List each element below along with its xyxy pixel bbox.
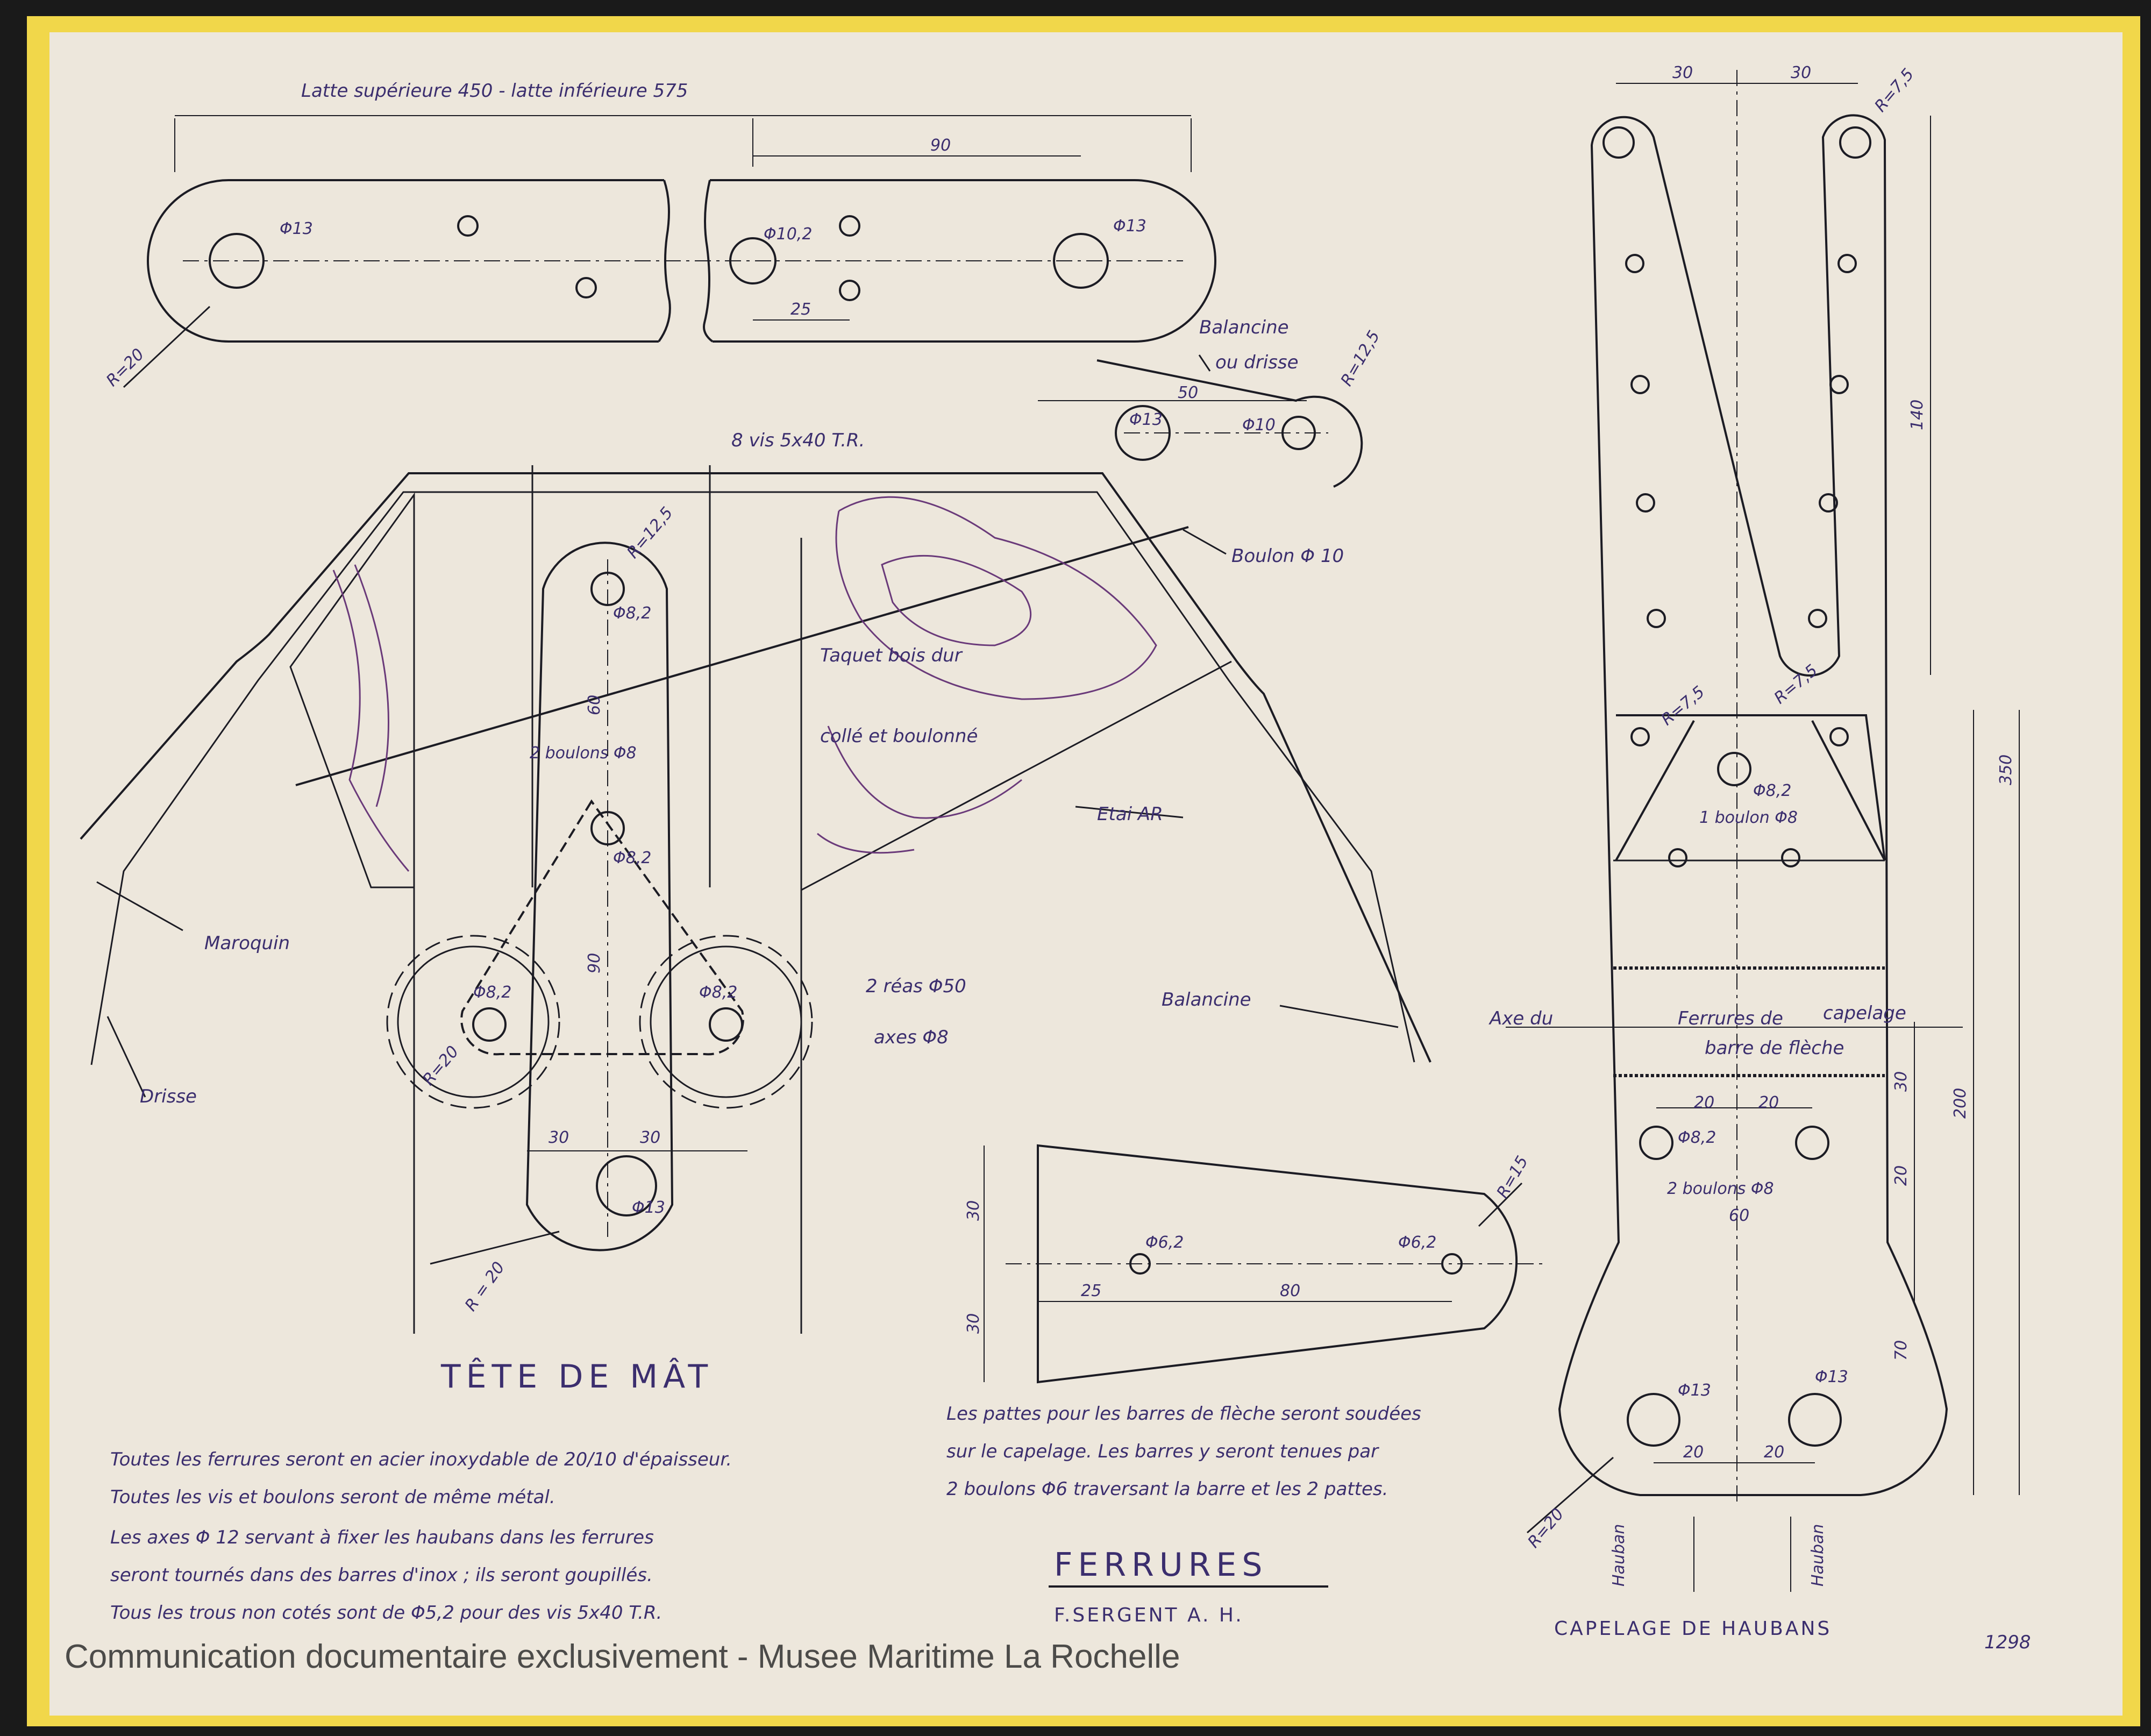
cap-dim-phi13-a: Φ13: [1678, 1381, 1711, 1400]
cap-dim-140: 140: [1908, 400, 1927, 430]
cap-dim-phi8-2-a: Φ8,2: [1753, 781, 1791, 800]
capelage-fitting: [1506, 70, 2020, 1592]
tete-dim-30-b: 30: [640, 1128, 660, 1147]
cap-dim-20-b: 20: [1758, 1093, 1779, 1112]
tete-taquet1: Taquet bois dur: [820, 645, 963, 666]
balancine-fitting: [1038, 359, 1363, 488]
cap-axe-du: Axe du: [1488, 1008, 1553, 1029]
tete-reas1: 2 réas Φ50: [866, 976, 966, 997]
cap-dim-200: 200: [1951, 1088, 1970, 1119]
tete-vis: 8 vis 5x40 T.R.: [731, 430, 865, 451]
tete-etai: Etai AR: [1097, 803, 1163, 825]
patte-dim-30-a: 30: [964, 1200, 983, 1221]
patte-dim-phi6-2-a: Φ6,2: [1145, 1233, 1184, 1252]
tete-dim-phi13: Φ13: [632, 1198, 665, 1217]
patte-note-1: Les pattes pour les barres de flèche ser…: [946, 1403, 1421, 1425]
cap-dim-60: 60: [1729, 1206, 1749, 1225]
cap-hauban-a: Hauban: [1609, 1524, 1628, 1586]
cap-dim-20-d: 20: [1683, 1443, 1704, 1462]
note-4: seront tournés dans des barres d'inox ; …: [110, 1564, 653, 1586]
tete-taquet2: collé et boulonné: [820, 725, 978, 747]
balancine-ou-drisse: ou drisse: [1215, 352, 1299, 373]
tete-dim-30-a: 30: [549, 1128, 569, 1147]
cap-dim-1-boulon: 1 boulon Φ8: [1699, 808, 1798, 827]
cap-dim-phi8-2-b: Φ8,2: [1678, 1128, 1716, 1147]
latte-dim-phi10-2: Φ10,2: [764, 225, 812, 244]
cap-dim-30-c: 30: [1892, 1071, 1911, 1092]
cap-capelage-word: capelage: [1823, 1002, 1906, 1024]
tete-balancine: Balancine: [1162, 989, 1251, 1011]
tete-title: TÊTE DE MÂT: [440, 1357, 713, 1396]
tete-de-mat: [80, 465, 1431, 1334]
note-1: Toutes les ferrures seront en acier inox…: [110, 1449, 732, 1470]
tete-dim-60: 60: [585, 695, 604, 715]
tete-reas2: axes Φ8: [874, 1027, 949, 1048]
cap-hauban-b: Hauban: [1808, 1524, 1827, 1586]
patte-note-2: sur le capelage. Les barres y seront ten…: [946, 1441, 1379, 1462]
cap-dim-2-boulons: 2 boulons Φ8: [1667, 1179, 1774, 1198]
cap-dim-20-a: 20: [1694, 1093, 1714, 1112]
ferrures-title: FERRURES: [1054, 1546, 1267, 1584]
patte-note-3: 2 boulons Φ6 traversant la barre et les …: [946, 1478, 1388, 1500]
paper-sheet: [49, 32, 2122, 1716]
cap-dim-20-e: 20: [1764, 1443, 1784, 1462]
drawing-number: 1298: [1984, 1632, 2031, 1653]
latte-dim-phi13-a: Φ13: [280, 219, 313, 238]
latte-dim-25: 25: [790, 300, 811, 319]
patte-dim-phi6-2-b: Φ6,2: [1398, 1233, 1436, 1252]
tete-dim-phi8-2-a: Φ8,2: [613, 604, 651, 623]
tete-dim-2-boulons: 2 boulons Φ8: [530, 744, 637, 763]
watermark: Communication documentaire exclusivement…: [65, 1638, 1180, 1675]
cap-barre-fleche: barre de flèche: [1705, 1037, 1844, 1059]
cap-dim-70: 70: [1892, 1340, 1911, 1361]
capelage-title: CAPELAGE DE HAUBANS: [1554, 1618, 1832, 1640]
cap-ferrures-de: Ferrures de: [1678, 1008, 1783, 1029]
wood-grain: [332, 496, 1157, 872]
note-5: Tous les trous non cotés sont de Φ5,2 po…: [110, 1602, 662, 1624]
latte-dim-phi13-b: Φ13: [1113, 217, 1146, 236]
tete-dim-90: 90: [585, 953, 604, 973]
balancine-phi13: Φ13: [1129, 410, 1163, 429]
top-note: Latte supérieure 450 - latte inférieure …: [301, 80, 688, 102]
tete-dim-phi8-2-b: Φ8,2: [613, 849, 651, 867]
latte-fitting: [123, 115, 1216, 388]
cap-dim-20-c: 20: [1892, 1165, 1911, 1186]
tete-maroquin: Maroquin: [204, 933, 290, 954]
balancine-phi10: Φ10: [1242, 416, 1276, 435]
note-2: Toutes les vis et boulons seront de même…: [110, 1486, 555, 1508]
cap-dim-350: 350: [1997, 755, 2015, 785]
latte-dim-90: 90: [930, 136, 951, 155]
patte-fitting: [984, 1144, 1543, 1384]
balancine-label: Balancine: [1199, 317, 1289, 338]
cap-dim-30-a: 30: [1672, 63, 1693, 82]
tete-dim-phi8-2-c: Φ8,2: [473, 983, 511, 1002]
note-3: Les axes Φ 12 servant à fixer les hauban…: [110, 1527, 654, 1548]
patte-dim-25: 25: [1081, 1282, 1101, 1300]
balancine-50: 50: [1178, 383, 1198, 402]
cap-dim-phi13-b: Φ13: [1815, 1368, 1848, 1386]
patte-dim-30-b: 30: [964, 1313, 983, 1334]
author-label: F.SERGENT A. H.: [1054, 1604, 1244, 1626]
tete-drisse: Drisse: [140, 1086, 197, 1107]
cap-dim-30-b: 30: [1791, 63, 1811, 82]
tete-dim-phi8-2-d: Φ8,2: [699, 983, 737, 1002]
patte-dim-80: 80: [1280, 1282, 1300, 1300]
tete-boulon: Boulon Φ 10: [1231, 545, 1344, 567]
leader-lines: [96, 354, 1399, 1098]
